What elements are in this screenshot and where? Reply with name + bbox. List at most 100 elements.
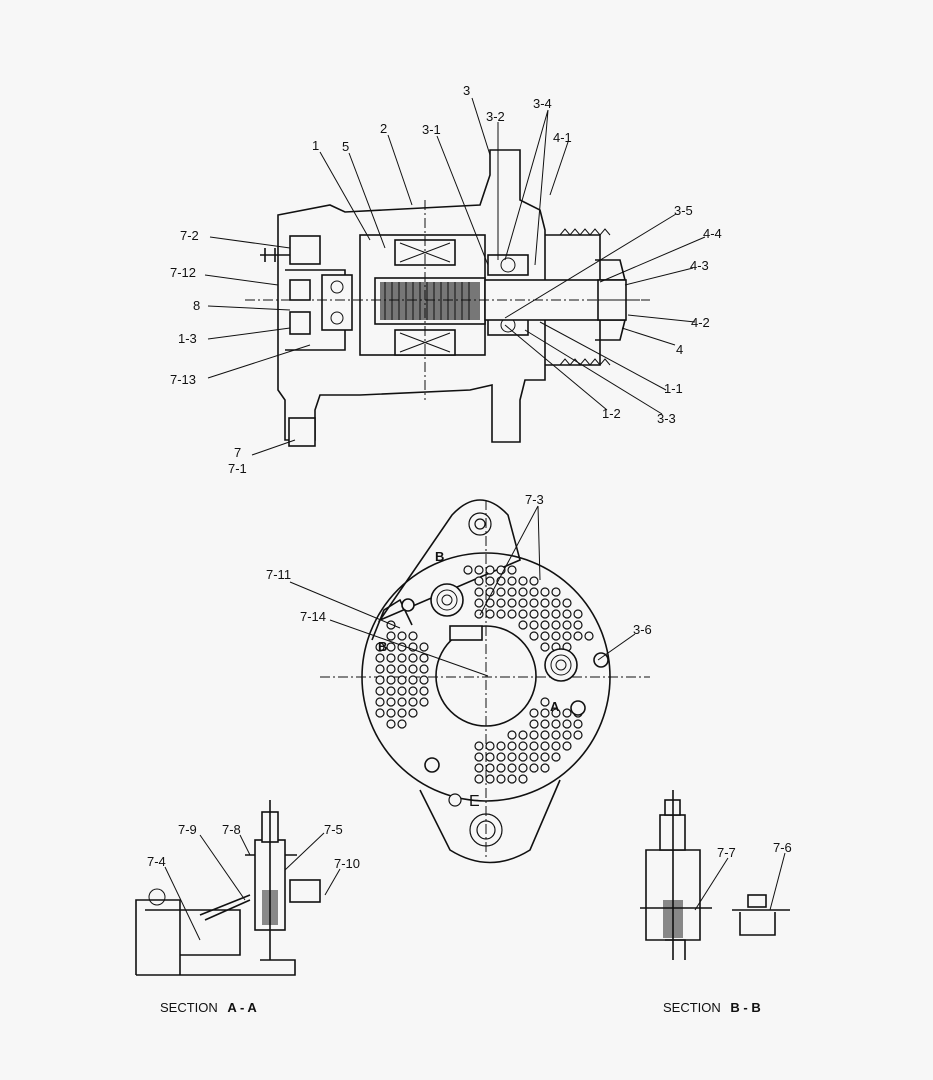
end-view-leader-lines [289,505,636,677]
vent-hole [507,587,517,597]
vent-hole [540,741,550,751]
vent-hole [386,697,396,707]
section-title-prefix: SECTION [160,1000,218,1015]
vent-hole [573,620,583,630]
vent-hole [518,598,528,608]
vent-hole [573,631,583,641]
ground-terminal-label: E [469,793,480,810]
part-label: 1-3 [178,331,197,346]
part-label: 7-3 [525,492,544,507]
vent-hole [540,719,550,729]
part-label: 7-12 [170,265,196,280]
vent-hole [485,741,495,751]
vent-hole [386,653,396,663]
vent-hole [562,620,572,630]
part-label: 3-6 [633,622,652,637]
part-label: 8 [193,298,200,313]
vent-hole [386,708,396,718]
part-label: 1-2 [602,406,621,421]
vent-hole [419,642,429,652]
vent-hole [419,697,429,707]
vent-hole [419,686,429,696]
vent-hole [551,631,561,641]
vent-hole [518,609,528,619]
vent-hole [518,576,528,586]
side-view-leader-lines [204,97,706,456]
vent-hole [540,620,550,630]
vent-hole [496,609,506,619]
vent-hole [540,730,550,740]
vent-hole [419,675,429,685]
part-label: 1-1 [664,381,683,396]
vent-hole [551,708,561,718]
vent-hole [375,664,385,674]
alternator-side-section-drawing [245,149,650,447]
vent-hole [562,598,572,608]
vent-hole [485,565,495,575]
vent-hole [529,741,539,751]
part-label: 7-2 [180,228,199,243]
vent-hole [397,708,407,718]
end-view-labels: 7-3 7-11 7-14 B B 3-6 A E [266,492,652,810]
part-label: 7-14 [300,609,326,624]
vent-hole [562,741,572,751]
vent-hole [507,752,517,762]
vent-hole [540,763,550,773]
vent-hole [474,598,484,608]
part-label: 4-1 [553,130,572,145]
vent-hole [551,719,561,729]
vent-hole [386,642,396,652]
section-b-leader-lines [694,852,786,911]
vent-hole [507,774,517,784]
alternator-end-view-drawing [320,499,650,864]
vent-hole [518,763,528,773]
vent-hole [540,752,550,762]
vent-hole [474,752,484,762]
vent-hole [551,620,561,630]
part-label: 7-1 [228,461,247,476]
vent-hole [573,730,583,740]
vent-hole [474,576,484,586]
part-label: 3-2 [486,109,505,124]
vent-hole [419,653,429,663]
section-a-title: SECTION A - A [160,1000,257,1015]
vent-hole [496,752,506,762]
part-label: 3 [463,83,470,98]
part-label: 5 [342,139,349,154]
vent-hole [562,730,572,740]
vent-hole [496,763,506,773]
vent-hole [408,664,418,674]
vent-hole [540,598,550,608]
vent-hole [507,598,517,608]
part-label: 4-4 [703,226,722,241]
part-label: 2 [380,121,387,136]
vent-hole [386,719,396,729]
vent-hole [386,631,396,641]
vent-hole [397,719,407,729]
vent-hole [375,653,385,663]
vent-hole [408,708,418,718]
vent-hole [419,664,429,674]
vent-hole [551,609,561,619]
part-label: 7-6 [773,840,792,855]
vent-hole [485,774,495,784]
vent-hole [408,675,418,685]
vent-hole [474,565,484,575]
vent-hole [529,763,539,773]
vent-hole [540,642,550,652]
vent-hole [518,620,528,630]
vent-hole [529,752,539,762]
section-marker-a: A [550,699,560,714]
vent-hole [485,576,495,586]
vent-hole [375,697,385,707]
vent-hole [562,631,572,641]
vent-hole [386,664,396,674]
vent-hole [529,631,539,641]
section-marker-b: B [378,639,387,654]
vent-hole [507,763,517,773]
vent-holes [375,565,594,784]
vent-hole [496,741,506,751]
vent-hole [529,576,539,586]
vent-hole [386,686,396,696]
